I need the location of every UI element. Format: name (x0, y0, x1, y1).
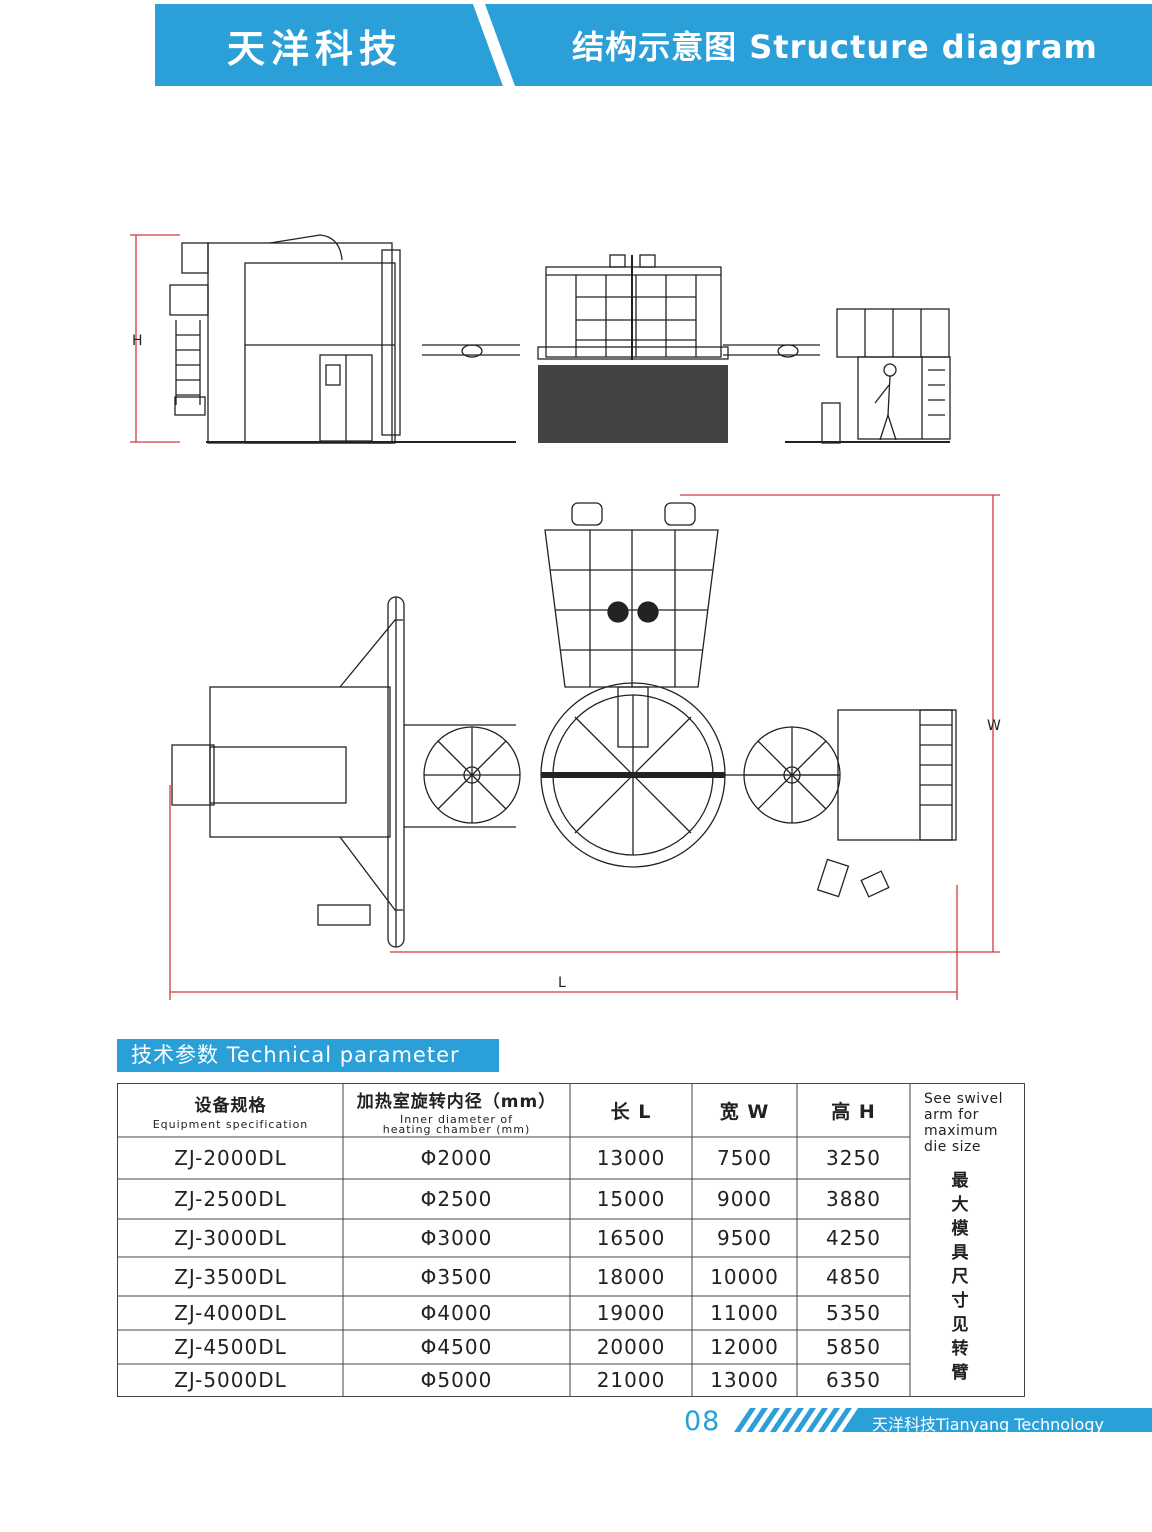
header-width: 宽 W (719, 1101, 770, 1123)
cell-height: 4250 (826, 1226, 881, 1250)
page-title: 结构示意图 Structure diagram (572, 28, 1098, 66)
max-die-size-note: See swivel arm for maximum die size 最大模具… (910, 1084, 1024, 1396)
brand-name: 天洋科技 (226, 26, 403, 71)
header-diam-en-1: Inner diameter of (400, 1112, 513, 1126)
cell-diameter: Φ4500 (420, 1335, 493, 1359)
cell-length: 20000 (596, 1335, 666, 1359)
cell-width: 7500 (717, 1146, 772, 1170)
cell-height: 5350 (826, 1301, 881, 1325)
cell-length: 21000 (596, 1368, 666, 1392)
footer-company: 天洋科技Tianyang Technology (872, 1415, 1104, 1434)
cell-height: 3250 (826, 1146, 881, 1170)
footer-stripes (734, 1408, 1152, 1432)
header-diam-zh: 加热室旋转内径（mm） (356, 1091, 557, 1112)
cell-height: 4850 (826, 1264, 881, 1289)
cell-width: 10000 (710, 1264, 779, 1289)
header-length: 长 L (610, 1101, 652, 1123)
cell-height: 5850 (826, 1335, 881, 1359)
cell-diameter: Φ2500 (420, 1187, 493, 1211)
cell-length: 19000 (596, 1301, 666, 1325)
cell-length: 15000 (596, 1187, 666, 1211)
cell-model: ZJ-2500DL (174, 1187, 287, 1211)
note-chinese: 最大模具尺寸见转臂 (951, 1171, 969, 1383)
cell-width: 9500 (717, 1226, 772, 1250)
cell-diameter: Φ2000 (420, 1146, 493, 1170)
cell-diameter: Φ3000 (420, 1226, 493, 1250)
elevation-view: H (130, 234, 951, 444)
cell-model: ZJ-5000DL (174, 1368, 287, 1392)
table-grid (118, 1084, 911, 1396)
header-height: 高 H (831, 1101, 876, 1123)
dim-width-label: W (987, 718, 1001, 734)
cell-width: 13000 (710, 1368, 779, 1392)
cell-model: ZJ-4500DL (174, 1335, 287, 1359)
plan-view: W L (169, 494, 1001, 1000)
page-number: 08 (684, 1406, 721, 1437)
page-footer: 08 天洋科技Tianyang Technology (684, 1406, 1152, 1438)
tech-parameter-table: 设备规格 Equipment specification 加热室旋转内径（mm）… (117, 1083, 1025, 1397)
header-spec-en: Equipment specification (152, 1118, 309, 1131)
cell-model: ZJ-2000DL (174, 1146, 287, 1170)
cell-diameter: Φ5000 (420, 1368, 493, 1392)
cell-diameter: Φ3500 (420, 1264, 493, 1289)
page-header: 天洋科技 结构示意图 Structure diagram (155, 4, 1152, 86)
section-header: 技术参数 Technical parameter (117, 1039, 499, 1072)
header-banner (155, 4, 1152, 86)
cell-length: 16500 (596, 1226, 666, 1250)
cell-length: 18000 (596, 1264, 666, 1289)
cell-width: 11000 (710, 1301, 779, 1325)
cell-height: 3880 (826, 1187, 881, 1211)
cell-model: ZJ-3000DL (174, 1226, 287, 1250)
header-equipment-spec: 设备规格 Equipment specification (118, 1084, 343, 1137)
cell-width: 12000 (710, 1335, 779, 1359)
structure-diagram: H (120, 225, 1120, 1015)
cell-width: 9000 (717, 1187, 772, 1211)
note-english: See swivel arm for maximum die size (924, 1091, 1003, 1155)
header-inner-diameter: 加热室旋转内径（mm） Inner diameter of heating ch… (343, 1084, 570, 1137)
cell-length: 13000 (596, 1146, 666, 1170)
cell-model: ZJ-3500DL (174, 1264, 287, 1289)
cell-diameter: Φ4000 (420, 1301, 493, 1325)
dim-length-label: L (558, 975, 566, 991)
header-spec-zh: 设备规格 (194, 1096, 267, 1116)
cell-model: ZJ-4000DL (174, 1301, 287, 1325)
header-diam-en-2: heating chamber (mm) (382, 1122, 531, 1136)
cell-height: 6350 (826, 1368, 881, 1392)
dim-height-label: H (132, 333, 143, 349)
section-title: 技术参数 Technical parameter (131, 1043, 460, 1067)
